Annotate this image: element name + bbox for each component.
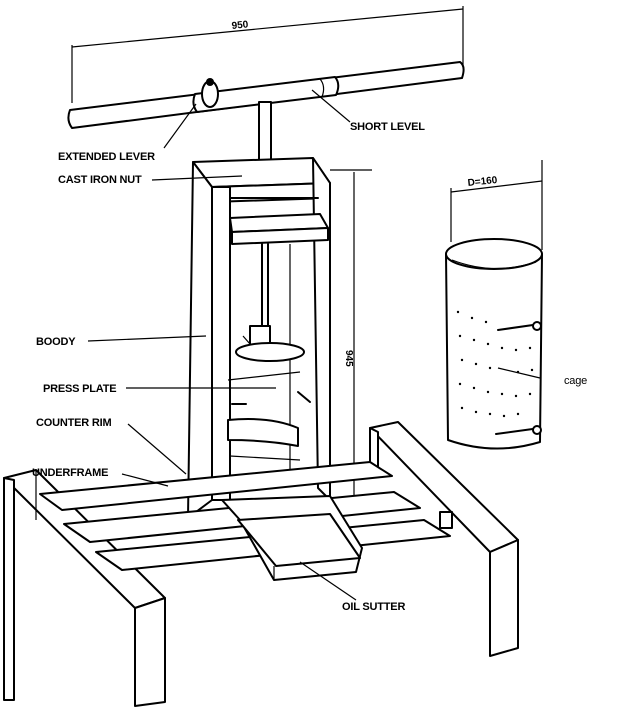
press-plate [235,342,305,362]
plate-ridge [227,371,301,381]
counter-rim-assembly [227,403,301,461]
cage-dim-line [450,180,543,193]
frame-bolt-right [439,511,453,529]
leader-lines [87,89,541,601]
plate-bolt [297,391,311,403]
plate-stub [242,335,251,345]
counter-rim [227,418,299,447]
leader-cast-iron-nut [151,175,243,181]
underframe-left-back-leg [3,477,15,701]
left-pillar-side [187,161,213,519]
cage-diameter: D=160 [467,175,498,189]
extended-lever-label: EXTENDED LEVER [58,151,155,163]
cage-body [445,253,543,450]
leader-cage [497,367,541,379]
screw-shaft [258,101,272,165]
cast-iron-nut-label: CAST IRON NUT [58,174,142,186]
underframe [3,421,519,707]
lever-assembly: 950 [67,6,465,129]
top-beam-top [192,157,331,188]
right-pillar-side [312,157,331,501]
body-height-value: 945 [343,350,354,367]
lever-dimension-line [71,8,464,48]
body-height-dimension: 945 [330,169,372,503]
underframe-left-front-leg [134,597,166,707]
body-frame [187,157,331,519]
oil-gutter-label: OIL SUTTER [342,601,405,613]
cage-handle-bottom-ring [532,425,542,435]
lever-sleeve [192,76,340,113]
press-plate-label: PRESS PLATE [43,383,116,395]
leader-extended-lever [163,103,197,149]
left-pillar-front [211,186,231,501]
lever-length-dimension: 950 [231,19,249,32]
cage-rim-inner [451,259,537,270]
leader-oil-gutter [299,561,357,601]
leader-underframe [121,473,169,487]
cage-assembly: D=160 [445,160,543,450]
cage-label: cage [564,375,587,387]
oil-gutter-inner [237,513,361,567]
upper-guide-front [231,227,329,245]
cage-handle-top-ring [532,321,542,331]
leader-body [87,335,207,342]
cross-member-back [39,461,393,511]
leader-counter-rim [127,423,187,475]
press-plate-assembly [227,325,311,403]
cage-perforations [456,310,534,418]
short-lever-label: SHORT LEVEL [350,121,425,133]
underframe-label: UNDERFRAME [32,467,108,479]
body-label: BOODY [36,336,76,348]
rim-base-line [229,455,301,461]
sleeve-edge-right [319,78,325,98]
counter-rim-label: COUNTER RIM [36,417,111,429]
collar-knob [206,78,214,86]
oil-gutter-assembly [221,495,363,581]
labels: SHORT LEVEL EXTENDED LEVER CAST IRON NUT… [32,121,587,613]
leader-short-lever [311,89,351,123]
underframe-right-front-leg [489,539,519,657]
